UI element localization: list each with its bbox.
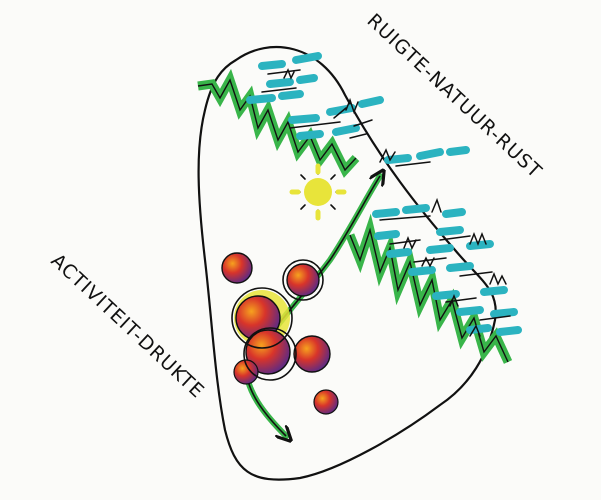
activity-circle-icon	[287, 264, 319, 296]
activity-circle-icon	[222, 253, 252, 283]
activity-circle-icon	[314, 390, 338, 414]
activity-circles	[222, 253, 338, 414]
label-activity-busy: ACTIVITEIT-DRUKTE	[47, 250, 209, 403]
nature-zigzag-top	[198, 80, 356, 170]
nature-hatching	[250, 56, 518, 336]
activity-circle-icon	[294, 336, 330, 372]
sun-icon	[292, 166, 344, 218]
